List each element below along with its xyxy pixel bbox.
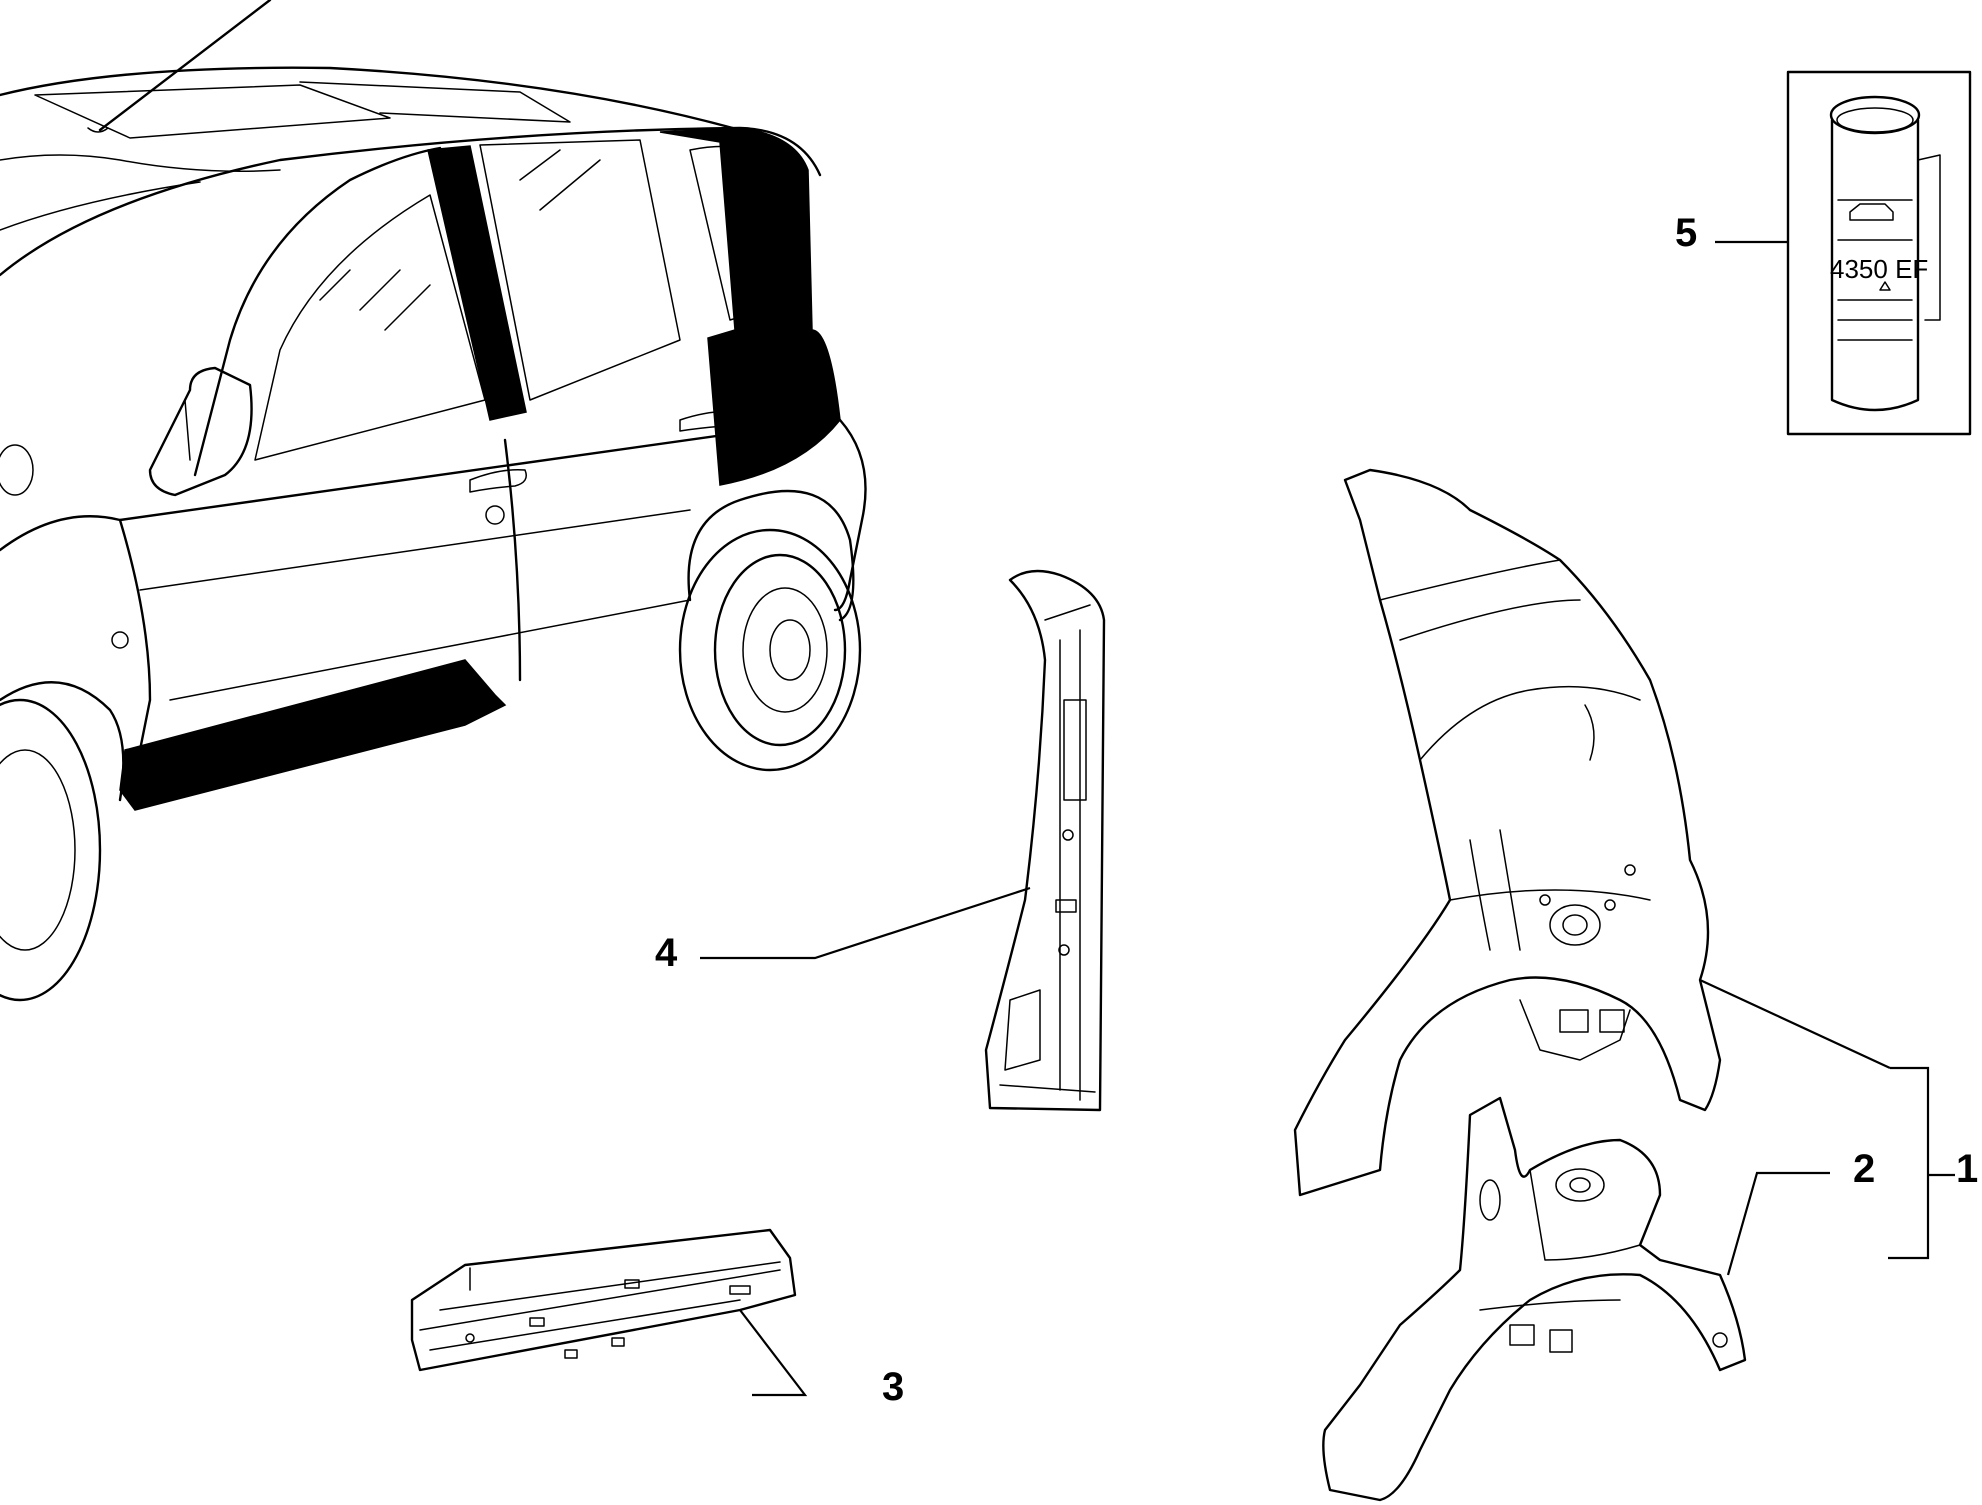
part-3-sill bbox=[410, 1228, 797, 1372]
callout-labels: 5 4 3 2 1 bbox=[655, 211, 1978, 1409]
sealant-can-box: 4350 EF bbox=[1786, 70, 1972, 436]
callout-5: 5 bbox=[1675, 211, 1697, 255]
callout-2: 2 bbox=[1853, 1147, 1875, 1191]
can-product-code: 4350 EF bbox=[1830, 254, 1928, 284]
part-2-wheel-arch bbox=[1322, 1096, 1747, 1502]
part-1-quarter-panel bbox=[1293, 468, 1722, 1197]
car-illustration bbox=[0, 0, 867, 1002]
callout-4: 4 bbox=[655, 931, 678, 975]
callout-3: 3 bbox=[882, 1365, 904, 1409]
part-4-pillar bbox=[984, 569, 1106, 1112]
callout-1: 1 bbox=[1956, 1147, 1978, 1191]
leader-lines bbox=[700, 240, 1955, 1397]
